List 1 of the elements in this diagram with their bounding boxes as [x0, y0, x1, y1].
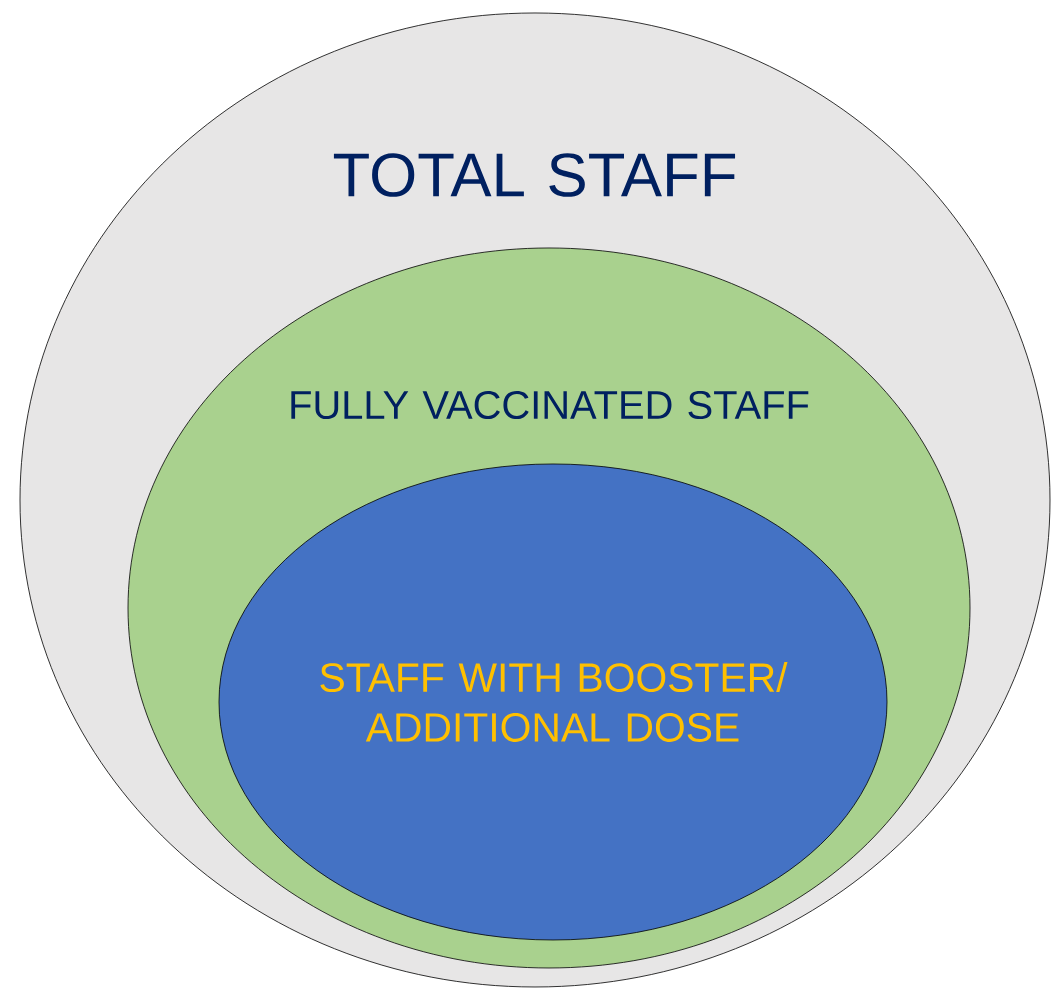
ellipse-region: STAFF WITH BOOSTER/ ADDITIONAL DOSE — [218, 463, 888, 941]
